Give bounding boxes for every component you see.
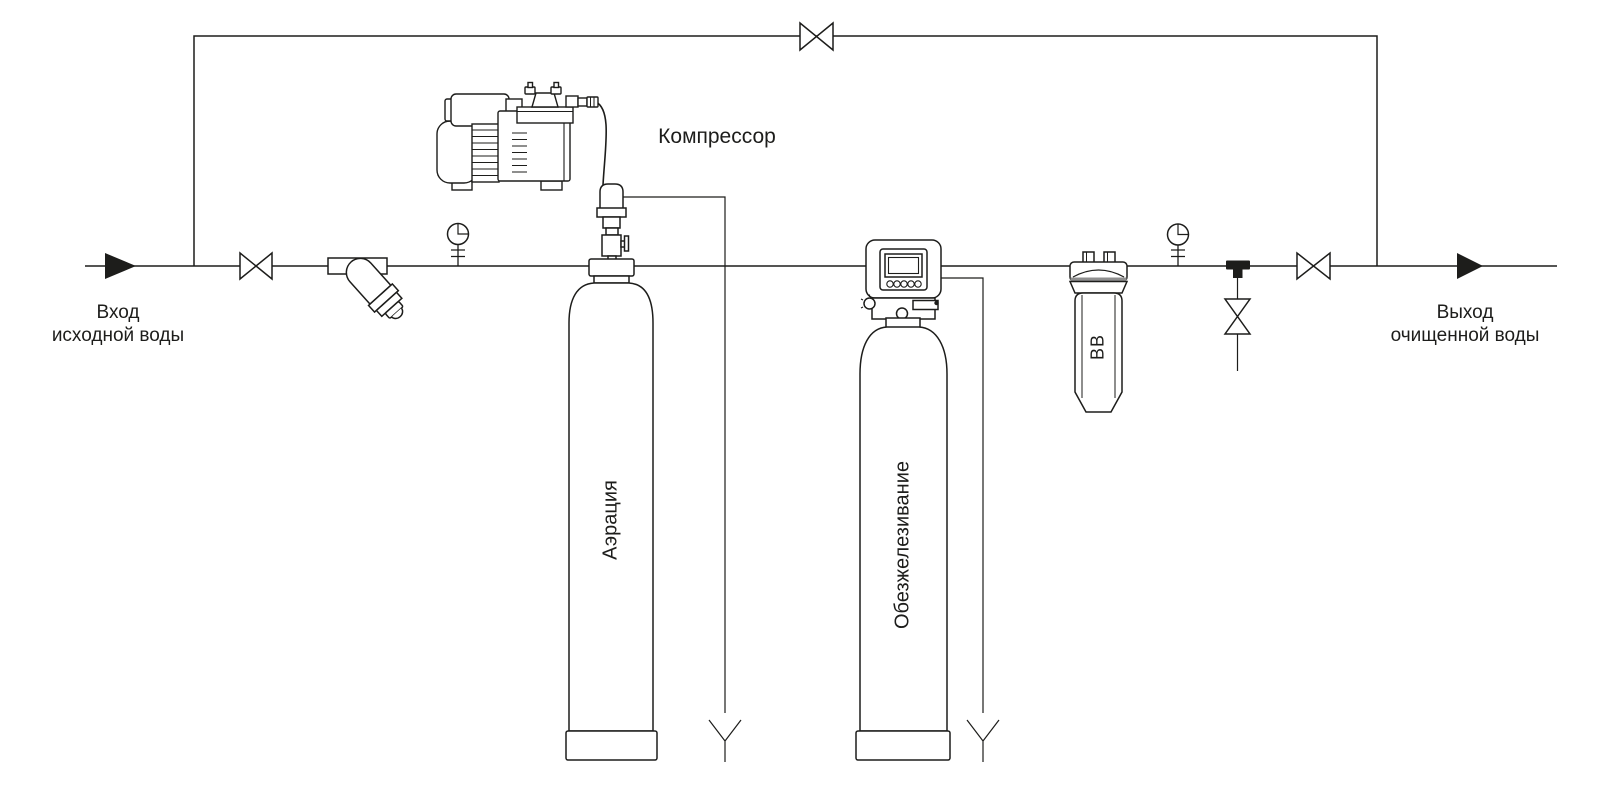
air-hose	[595, 101, 608, 186]
inlet-flow-arrow	[105, 253, 136, 279]
iron-removal-tank-icon	[855, 326, 951, 761]
flush-valve-icon	[1223, 298, 1252, 335]
inlet-label-line1: Вход	[96, 302, 140, 323]
outlet-label-line2: очищенной воды	[1390, 325, 1540, 346]
air-injector-icon	[596, 183, 630, 261]
bb-filter-icon	[1068, 251, 1129, 413]
shutoff-valve-inlet	[239, 251, 273, 281]
bypass-valve	[799, 21, 834, 52]
inlet-label: Вход исходной воды	[8, 301, 228, 347]
sample-tap-icon	[1226, 260, 1250, 278]
drain-line-iron-removal	[930, 277, 1000, 762]
shutoff-valve-outlet	[1296, 251, 1331, 281]
aeration-tank-label: Аэрация	[599, 480, 622, 560]
aeration-tank-icon	[565, 258, 658, 761]
pressure-gauge-inlet	[446, 222, 470, 266]
y-strainer-icon	[327, 257, 404, 320]
inlet-label-line2: исходной воды	[51, 325, 185, 346]
compressor-icon	[436, 81, 599, 191]
outlet-label-line1: Выход	[1436, 302, 1494, 323]
pressure-gauge-outlet	[1166, 223, 1190, 266]
outlet-flow-arrow	[1457, 253, 1483, 279]
compressor-label: Компрессор	[658, 125, 776, 148]
bb-filter-label: ВВ	[1087, 333, 1108, 361]
control-valve-head-icon	[860, 239, 942, 330]
drain-line-aeration	[620, 196, 742, 762]
outlet-label: Выход очищенной воды	[1355, 301, 1575, 347]
iron-removal-tank-label: Обезжелезивание	[891, 460, 914, 630]
bypass-line	[193, 35, 1378, 266]
